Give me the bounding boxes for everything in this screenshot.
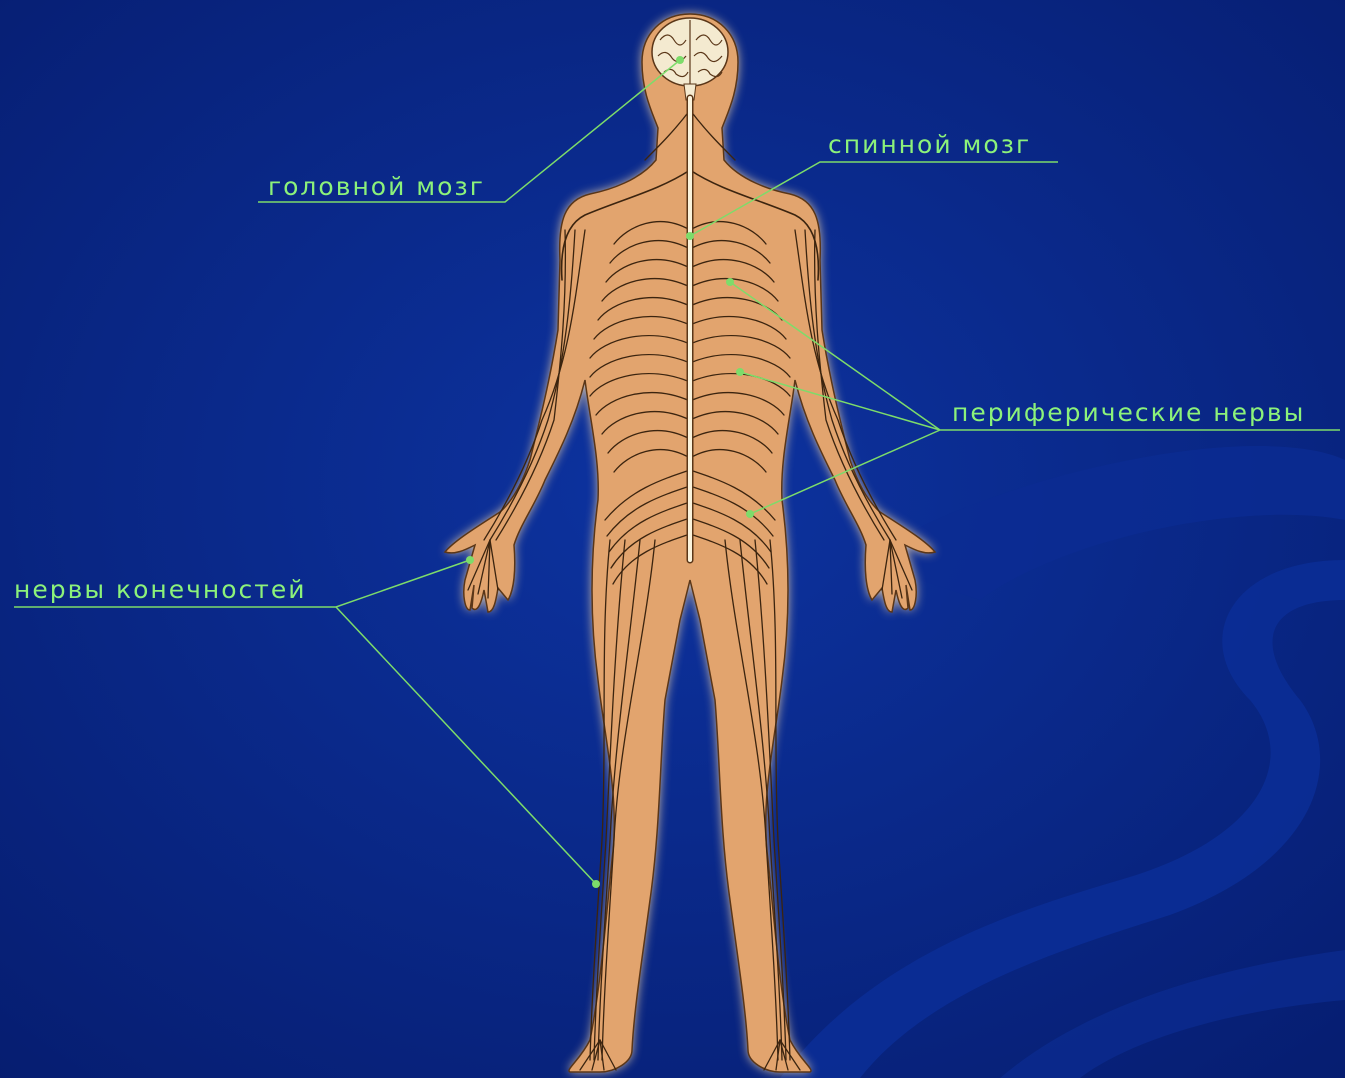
limb-nerves-label: нервы конечностей [14, 575, 306, 605]
peripheral-nerves-label: периферические нервы [952, 398, 1305, 428]
spinal-cord-marker-dot [686, 232, 694, 240]
limb-nerve-marker-dot [592, 880, 600, 888]
brain-label: головной мозг [268, 172, 485, 202]
spinal-cord-label: спинной мозг [828, 130, 1031, 160]
limb-nerves-leader-line [14, 560, 596, 884]
peripheral-nerve-marker-dot [736, 368, 744, 376]
limb-nerve-marker-dot [466, 556, 474, 564]
brain-marker-dot [676, 56, 684, 64]
peripheral-nerve-marker-dot [746, 510, 754, 518]
spinal-cord-leader-line [690, 162, 1058, 236]
peripheral-nerve-marker-dot [726, 278, 734, 286]
